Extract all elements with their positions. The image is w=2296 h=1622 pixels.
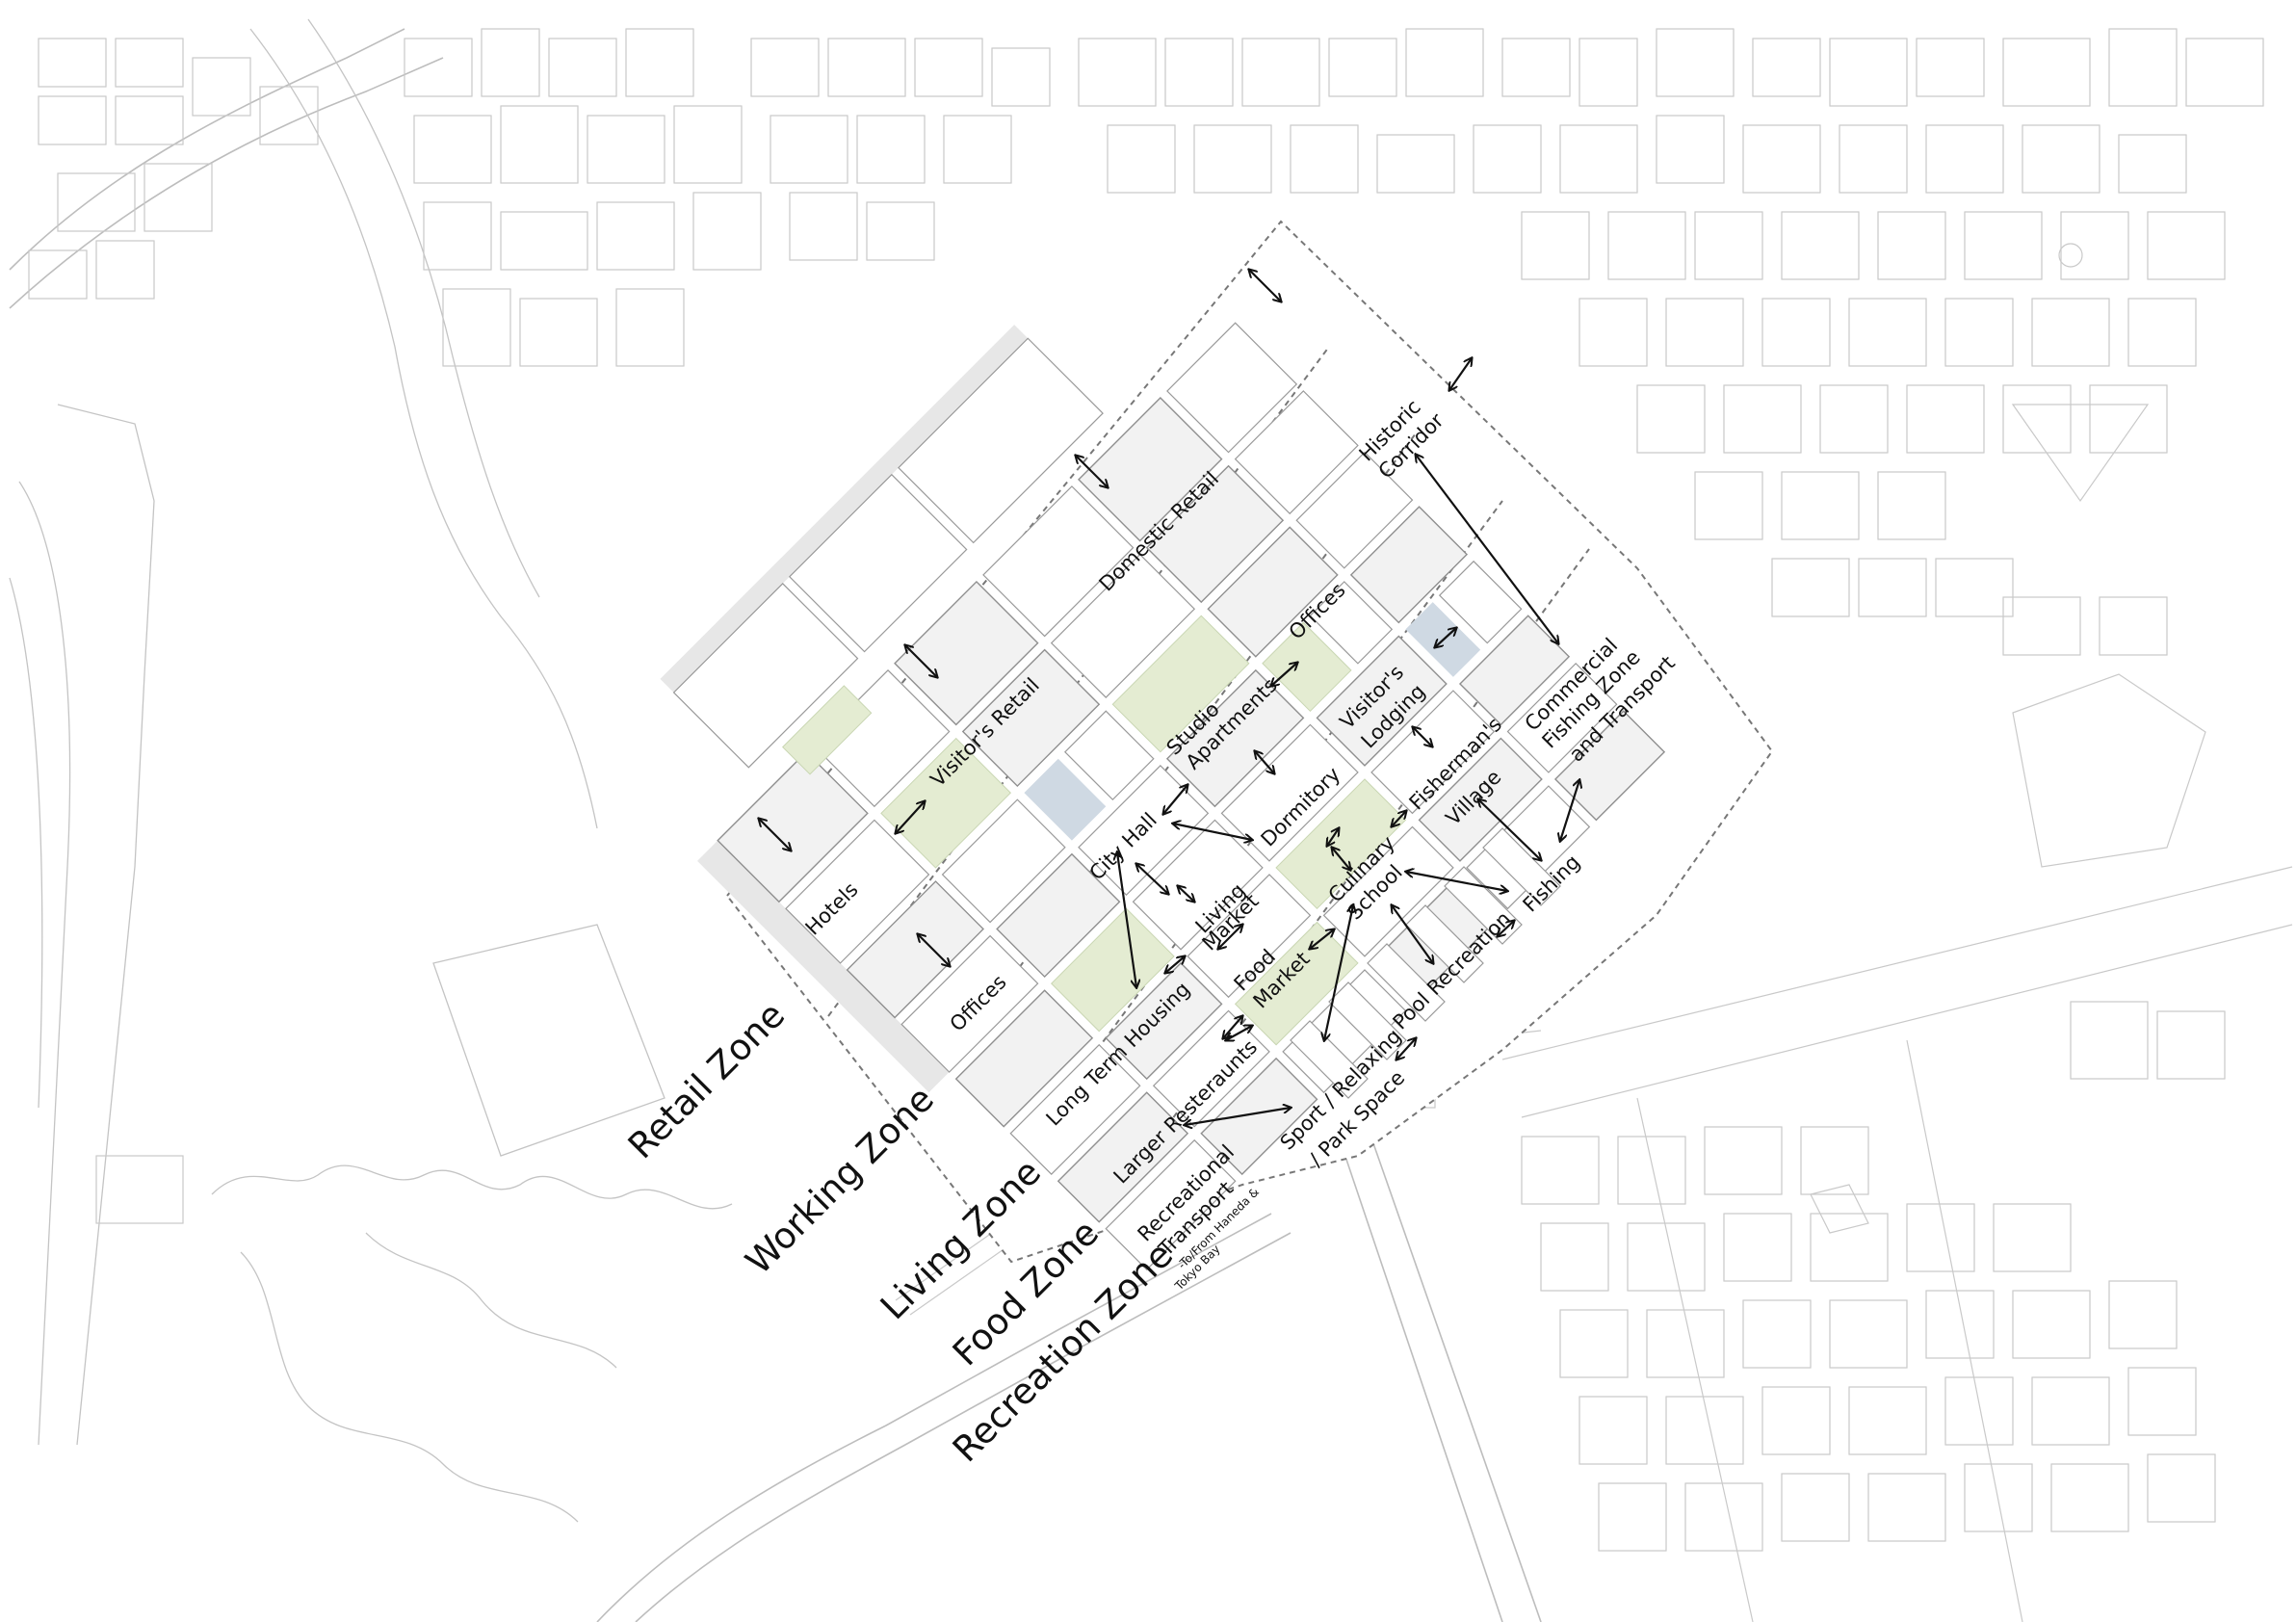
project-site	[660, 220, 1774, 1270]
context-linework	[9, 18, 2293, 1622]
zone-label-working: Working Zone	[738, 1078, 942, 1282]
zone-label-retail: Retail Zone	[620, 994, 793, 1166]
connection-arrows	[759, 270, 1579, 1125]
